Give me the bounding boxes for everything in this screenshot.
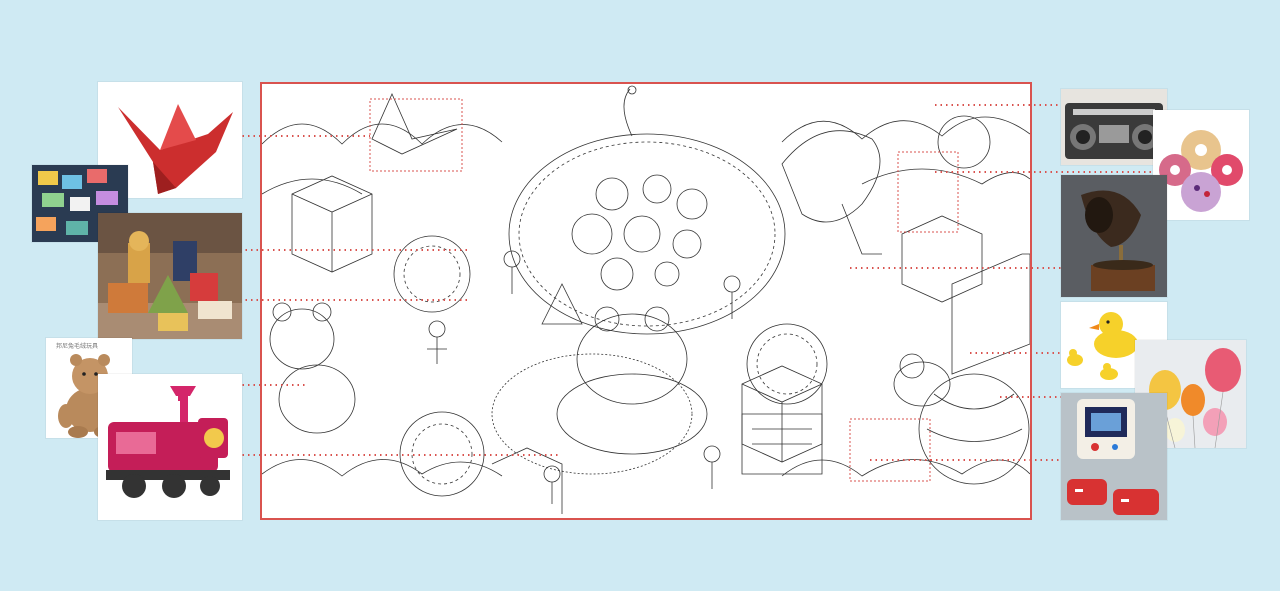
donuts-photo bbox=[1153, 110, 1249, 220]
boombox-photo bbox=[1061, 89, 1167, 165]
line-art-scene bbox=[262, 85, 1030, 514]
retro-arcade-console-photo bbox=[1061, 393, 1167, 520]
bear-thumb-caption: 邦尼兔毛绒玩具 bbox=[56, 343, 99, 350]
gramophone-photo bbox=[1061, 175, 1167, 297]
toy-train-photo bbox=[98, 374, 242, 520]
wooden-blocks-photo bbox=[98, 213, 242, 339]
